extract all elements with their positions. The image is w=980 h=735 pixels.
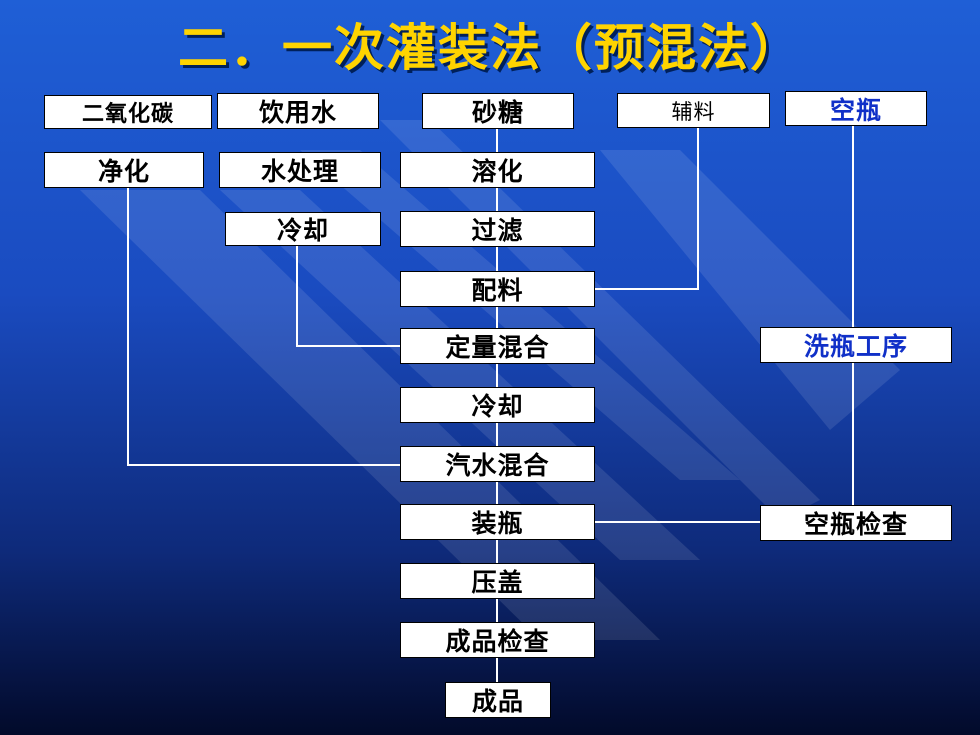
box-sugar: 砂糖 [422, 93, 574, 129]
box-bottling: 装瓶 [400, 504, 595, 540]
box-final-inspection: 成品检查 [400, 622, 595, 658]
box-cooling-1: 冷却 [225, 212, 381, 246]
box-cooling-2: 冷却 [400, 387, 595, 423]
box-empty-bottle: 空瓶 [785, 91, 927, 126]
box-excipient: 辅料 [617, 93, 770, 128]
box-bottle-washing: 洗瓶工序 [760, 327, 952, 363]
box-capping: 压盖 [400, 563, 595, 599]
box-purify: 净化 [44, 152, 204, 188]
box-dissolve: 溶化 [400, 152, 595, 188]
box-batching: 配料 [400, 271, 595, 307]
co2-connector [127, 187, 400, 466]
box-water-treatment: 水处理 [219, 152, 381, 188]
excipient-connector [595, 128, 699, 290]
page-title: 二．一次灌装法（预混法） [178, 18, 802, 77]
box-water: 饮用水 [217, 93, 379, 129]
box-empty-bottle-inspection: 空瓶检查 [760, 505, 952, 541]
box-co2: 二氧化碳 [44, 95, 212, 129]
box-carbonation-mix: 汽水混合 [400, 446, 595, 482]
water-connector [296, 246, 400, 347]
box-filter: 过滤 [400, 211, 595, 247]
box-finished-product: 成品 [445, 682, 551, 718]
box-quantitative-mix: 定量混合 [400, 328, 595, 364]
